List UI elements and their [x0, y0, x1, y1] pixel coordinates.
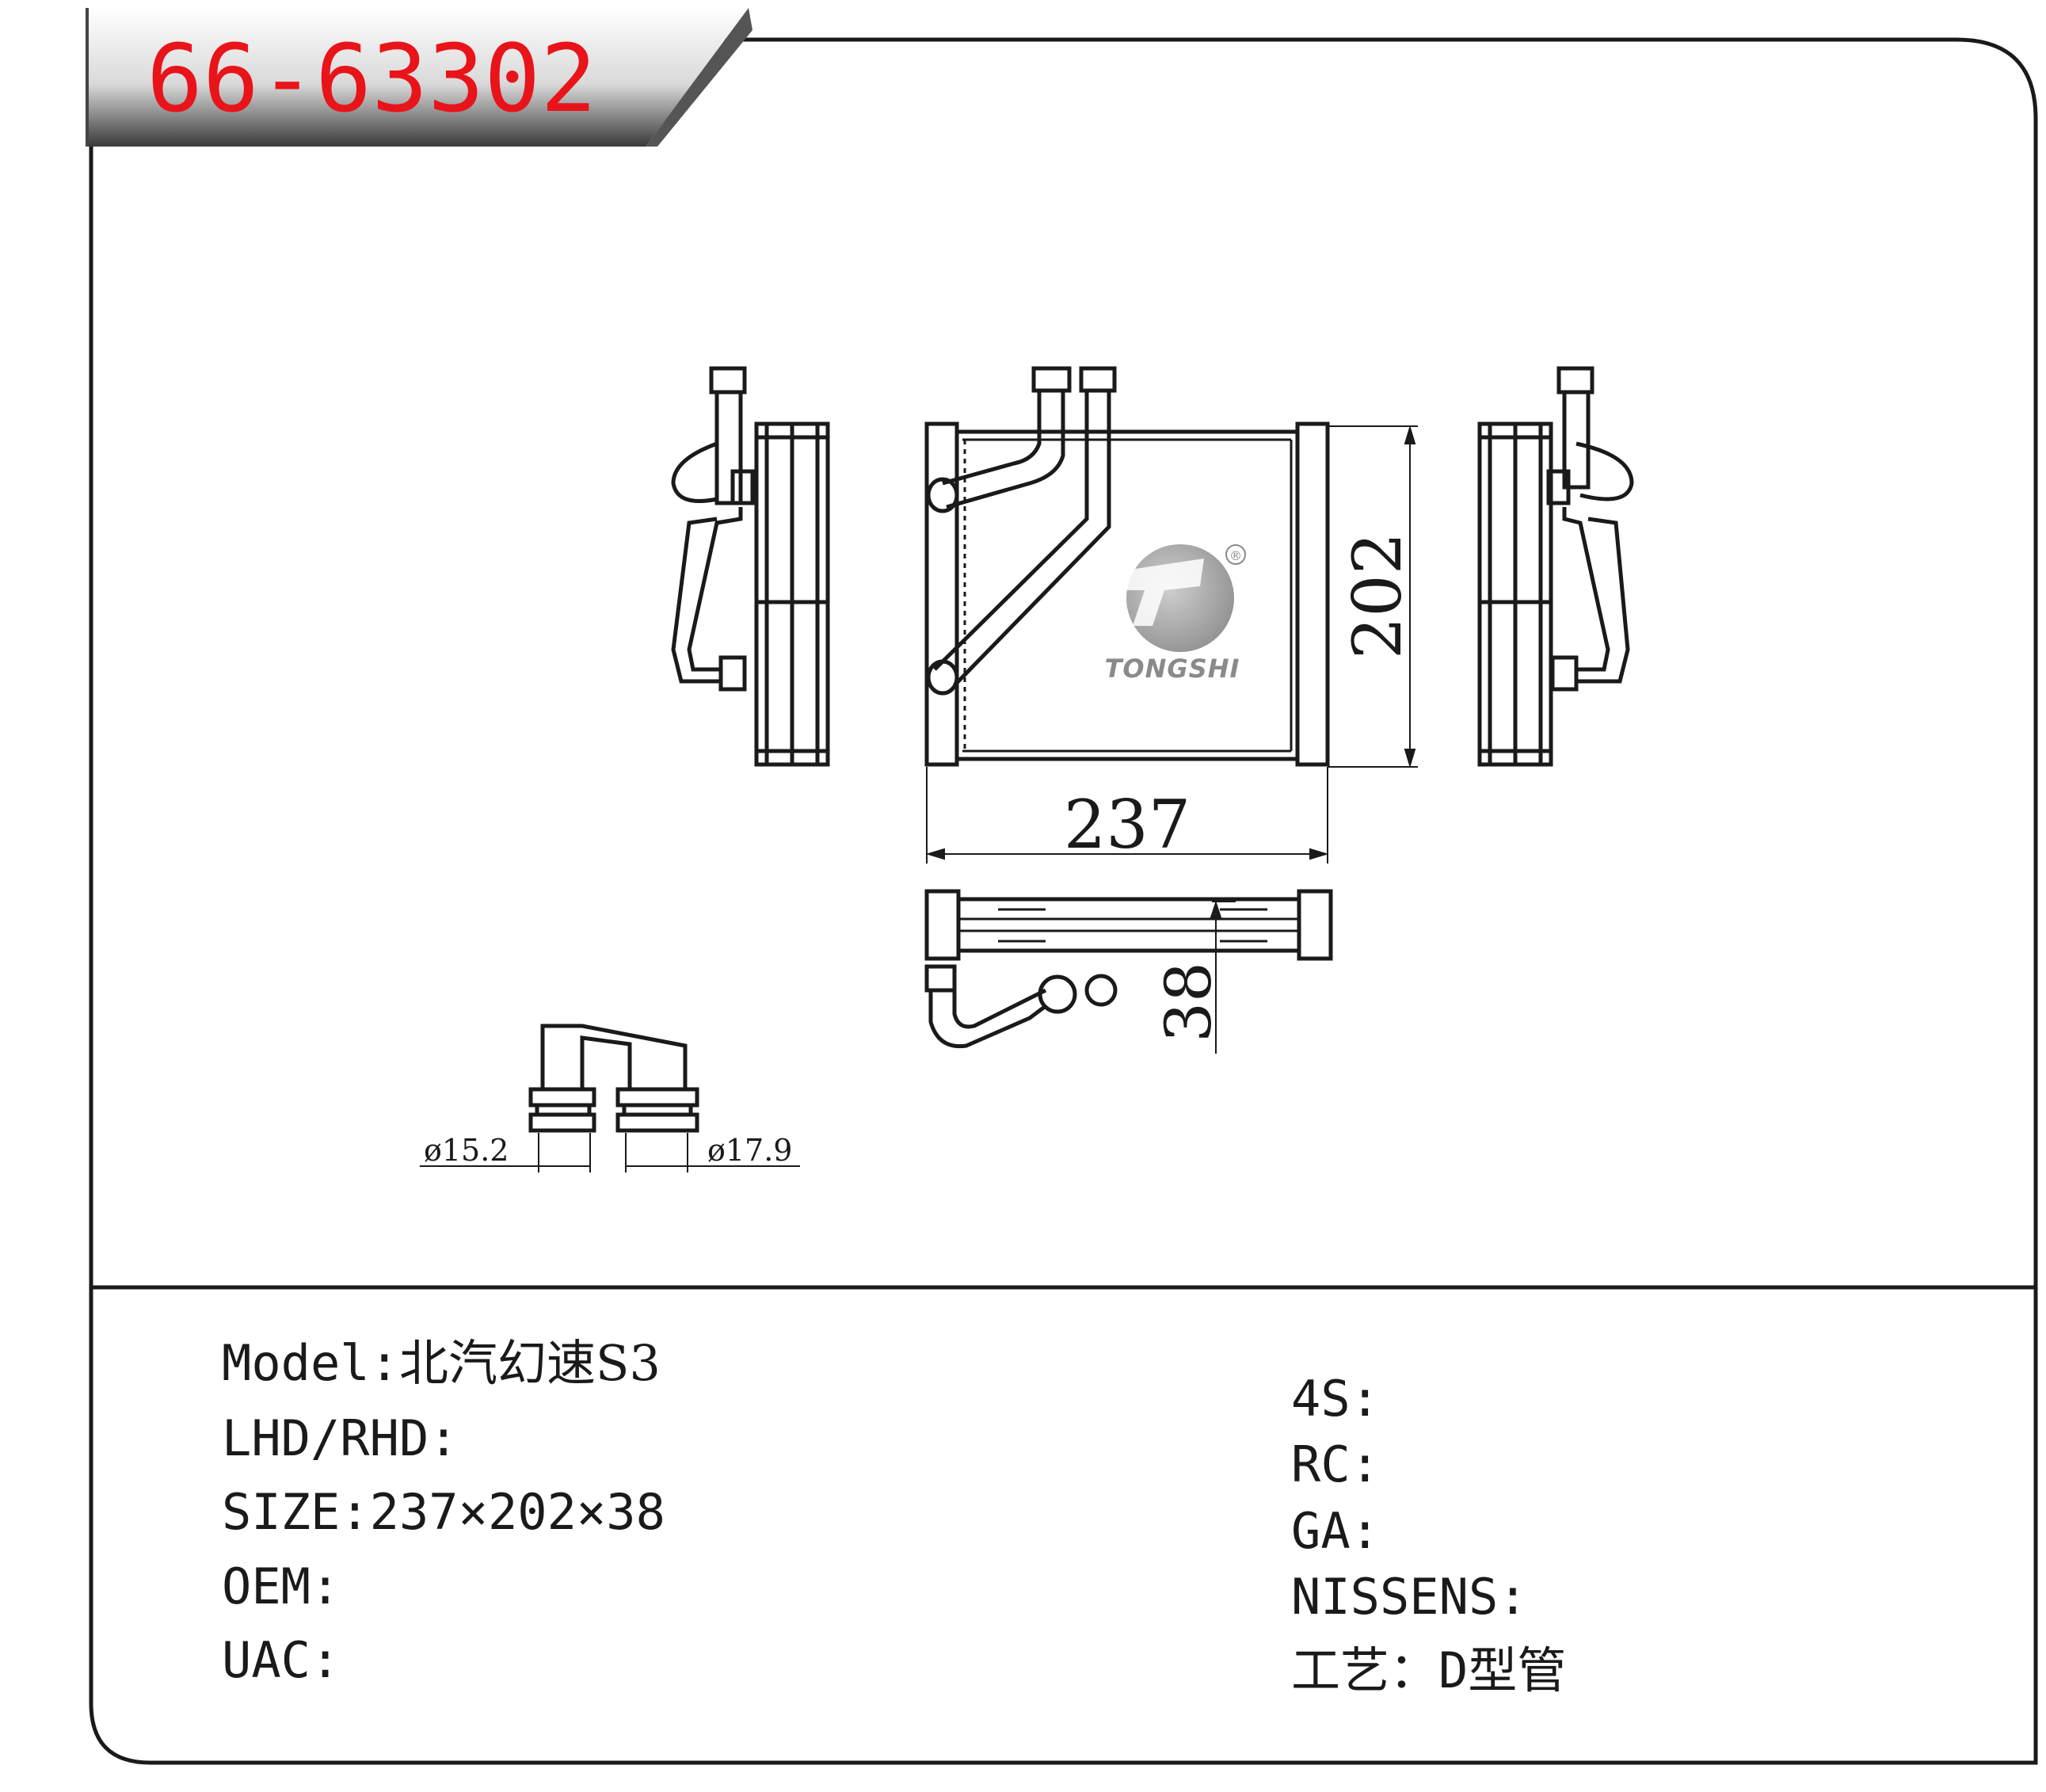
brand-logo-text: TONGSHI	[1105, 654, 1240, 684]
brand-logo: TONGSHI ®	[1105, 544, 1246, 684]
spec-uac: UAC:	[222, 1636, 340, 1685]
spec-oem: OEM:	[222, 1562, 340, 1611]
header-tab: 66-63302	[86, 8, 752, 147]
height-dimension	[1328, 425, 1418, 768]
uac-label: UAC:	[222, 1631, 341, 1689]
dim-height: 202	[1339, 532, 1416, 659]
spec-rc: RC:	[1291, 1440, 1380, 1489]
part-number: 66-63302	[147, 24, 596, 133]
pipe-large-diameter: ø17.9	[707, 1133, 793, 1168]
registered-mark: ®	[1229, 548, 1242, 563]
dim-width: 237	[1064, 786, 1191, 864]
s4-label: 4S:	[1291, 1370, 1380, 1428]
width-dimension	[925, 767, 1329, 864]
top-view	[924, 889, 1333, 1049]
process-value: D型管	[1438, 1641, 1567, 1699]
model-label: Model:	[222, 1334, 399, 1392]
spec-ga: GA:	[1291, 1507, 1380, 1556]
size-label: SIZE:	[222, 1483, 370, 1541]
spec-nissens: NISSENS:	[1291, 1573, 1528, 1622]
right-side-view	[1477, 366, 1634, 767]
spec-4s: 4S:	[1291, 1375, 1380, 1424]
pipe-fitting-detail	[528, 1024, 699, 1133]
pipe-diameter-callouts	[420, 1133, 800, 1172]
spec-model: Model:北汽幻速S3	[222, 1339, 661, 1388]
spec-lhd-rhd: LHD/RHD:	[222, 1414, 459, 1463]
dim-depth: 38	[1152, 962, 1225, 1043]
oem-label: OEM:	[222, 1558, 341, 1615]
lhd-rhd-label: LHD/RHD:	[222, 1409, 459, 1467]
spec-size: SIZE:237×202×38	[222, 1488, 665, 1537]
depth-dimension	[1210, 900, 1236, 1054]
nissens-label: NISSENS:	[1291, 1568, 1528, 1626]
process-label: 工艺：	[1291, 1641, 1439, 1699]
ga-label: GA:	[1291, 1502, 1380, 1560]
spec-process: 工艺：D型管	[1291, 1646, 1566, 1695]
model-value: 北汽幻速S3	[398, 1334, 661, 1392]
outer-frame	[89, 37, 2038, 1765]
rc-label: RC:	[1291, 1436, 1380, 1493]
left-side-view	[671, 366, 830, 767]
pipe-small-diameter: ø15.2	[424, 1133, 509, 1168]
front-view	[924, 366, 1330, 767]
size-value: 237×202×38	[369, 1483, 665, 1541]
